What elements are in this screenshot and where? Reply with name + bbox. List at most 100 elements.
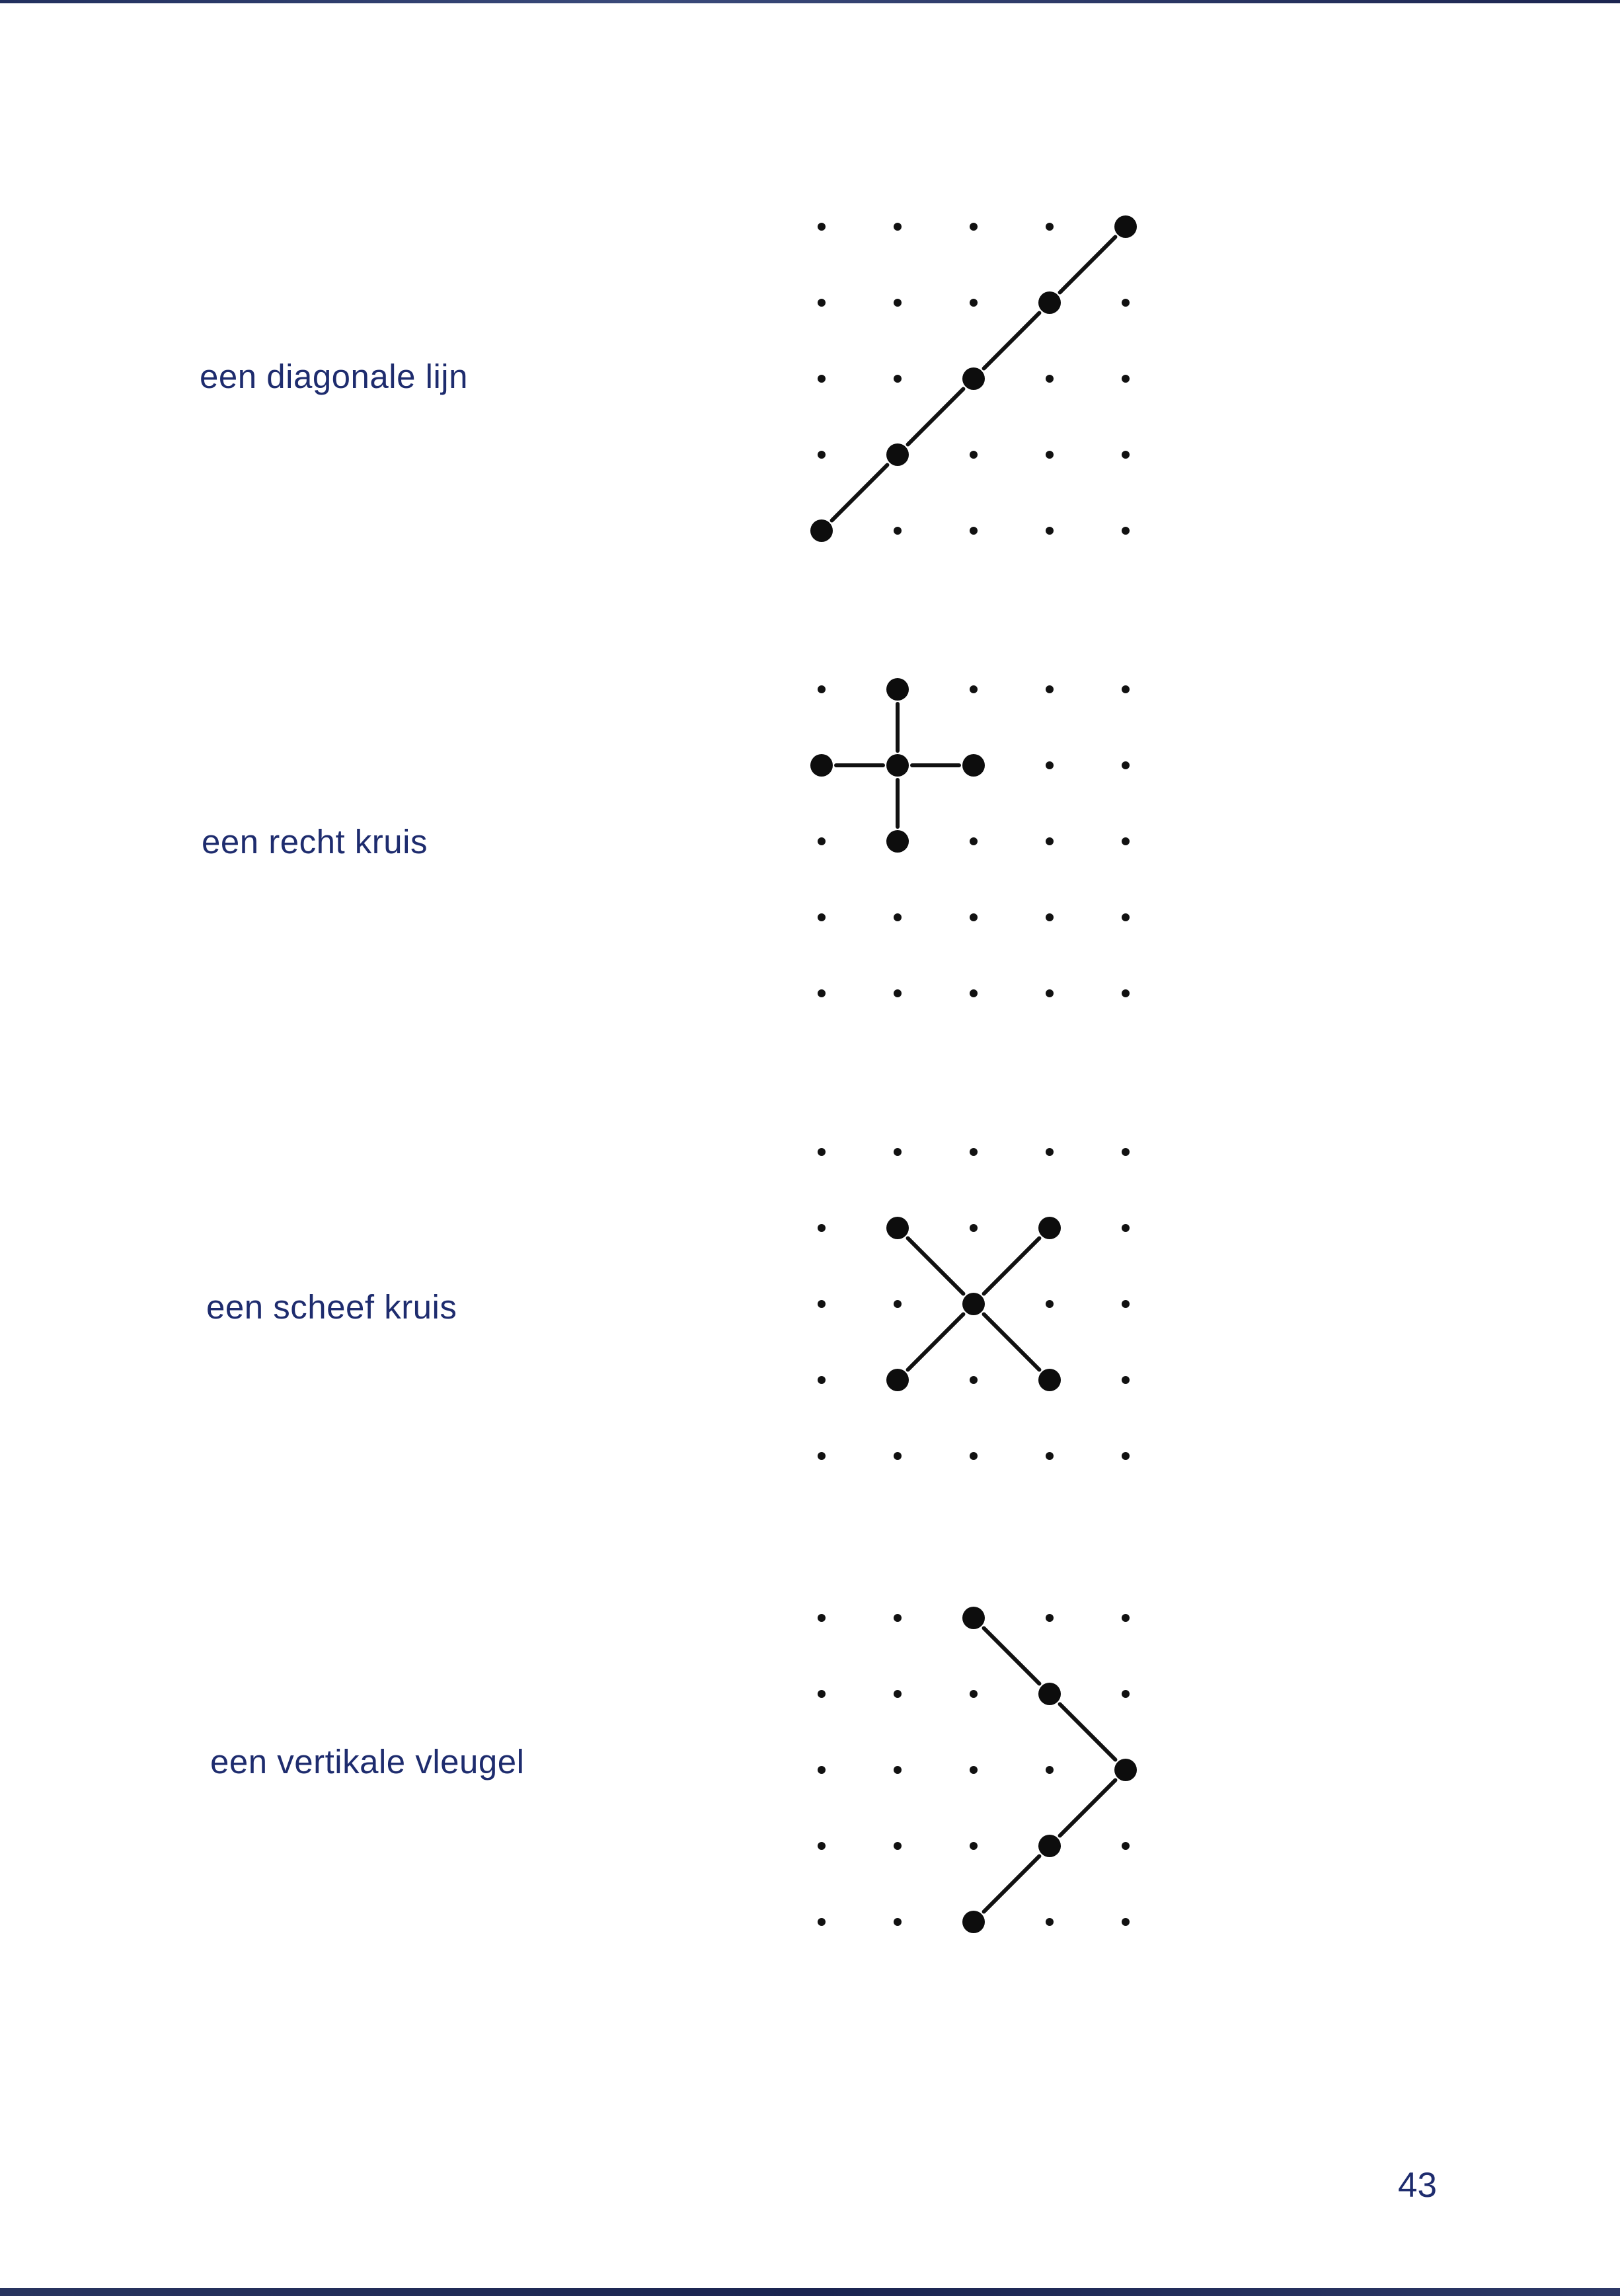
grid-dot [1122, 1842, 1130, 1850]
grid-dot [970, 1766, 978, 1774]
grid-dot [1122, 1452, 1130, 1460]
highlighted-point [962, 1607, 985, 1629]
grid-dot [818, 1766, 826, 1774]
grid-dot [1122, 299, 1130, 307]
dot-grid-straight-cross [810, 678, 1130, 997]
grid-dot [1046, 1918, 1054, 1926]
label-vertical-wing: een vertikale vleugel [210, 1743, 525, 1780]
page-number: 43 [1398, 2166, 1437, 2205]
grid-dot [894, 1918, 902, 1926]
grid-dot [1122, 375, 1130, 383]
grid-dot [1122, 1376, 1130, 1384]
scan-edge-top [0, 0, 1620, 3]
grid-dot [894, 375, 902, 383]
grid-dot [1122, 989, 1130, 997]
label-oblique-cross: een scheef kruis [206, 1288, 457, 1326]
scan-edge-bottom [0, 2288, 1620, 2296]
grid-dot [1046, 989, 1054, 997]
grid-dot [970, 685, 978, 693]
highlighted-point [886, 678, 909, 701]
highlighted-point [1038, 291, 1061, 314]
grid-dot [970, 837, 978, 845]
grid-dot [1046, 1614, 1054, 1622]
connecting-line [906, 387, 966, 447]
grid-dot [818, 1614, 826, 1622]
highlighted-point [962, 1911, 985, 1933]
dot-grid-oblique-cross [818, 1148, 1130, 1460]
grid-dot [1122, 527, 1130, 535]
grid-dot [894, 1766, 902, 1774]
highlighted-point [886, 830, 909, 853]
grid-dot [970, 1148, 978, 1156]
grid-dot [970, 1224, 978, 1232]
grid-dot [818, 837, 826, 845]
grid-dot [818, 1148, 826, 1156]
grid-dot [970, 1690, 978, 1698]
highlighted-point [886, 1217, 909, 1239]
grid-dot [970, 299, 978, 307]
grid-dot [894, 1148, 902, 1156]
grid-dot [1046, 1148, 1054, 1156]
highlighted-point [810, 519, 833, 542]
grid-dot [1046, 223, 1054, 231]
highlighted-point [962, 367, 985, 390]
grid-dot [970, 451, 978, 459]
grid-dot [894, 1842, 902, 1850]
connecting-line [1058, 1702, 1118, 1762]
grid-dot [818, 1690, 826, 1698]
grid-dot [818, 685, 826, 693]
connecting-line [1058, 1778, 1118, 1838]
grid-dot [818, 1842, 826, 1850]
grid-dot [1122, 1224, 1130, 1232]
grid-dot [818, 451, 826, 459]
connecting-line [829, 463, 890, 523]
highlighted-point [886, 443, 909, 466]
highlighted-point [886, 754, 909, 777]
connecting-line [982, 311, 1042, 371]
grid-dot [1122, 1300, 1130, 1308]
grid-dot [970, 223, 978, 231]
grid-dot [818, 913, 826, 921]
connecting-line [982, 1236, 1042, 1296]
highlighted-point [1038, 1217, 1061, 1239]
grid-dot [1046, 837, 1054, 845]
grid-dot [894, 223, 902, 231]
grid-dot [894, 1300, 902, 1308]
grid-dot [1046, 913, 1054, 921]
highlighted-point [810, 754, 833, 777]
connecting-line [1058, 235, 1118, 295]
grid-dot [1122, 1614, 1130, 1622]
grid-dot [970, 913, 978, 921]
grid-dot [894, 299, 902, 307]
grid-dot [894, 1452, 902, 1460]
grid-dot [818, 989, 826, 997]
label-diagonal-line: een diagonale lijn [200, 358, 468, 395]
connecting-line [906, 1312, 966, 1372]
grid-dot [1046, 685, 1054, 693]
highlighted-point [1114, 1759, 1137, 1781]
highlighted-point [1038, 1835, 1061, 1857]
grid-dot [1122, 761, 1130, 769]
grid-dot [970, 527, 978, 535]
grid-dot [818, 223, 826, 231]
grid-dot [818, 1376, 826, 1384]
grid-dot [1122, 1918, 1130, 1926]
grid-dot [818, 1224, 826, 1232]
grid-dot [1046, 1452, 1054, 1460]
connecting-line [982, 1626, 1042, 1686]
grid-dot [818, 375, 826, 383]
highlighted-point [886, 1369, 909, 1391]
dot-grid-diagonal-line [810, 215, 1137, 542]
grid-dot [1122, 837, 1130, 845]
grid-dot [818, 1300, 826, 1308]
connecting-line [982, 1854, 1042, 1914]
grid-dot [894, 1614, 902, 1622]
grid-dot [818, 1918, 826, 1926]
grid-dot [1046, 527, 1054, 535]
highlighted-point [962, 754, 985, 777]
grid-dot [970, 1842, 978, 1850]
grid-dot [970, 1452, 978, 1460]
grid-dot [1046, 375, 1054, 383]
grid-dot [1122, 451, 1130, 459]
grid-dot [894, 527, 902, 535]
